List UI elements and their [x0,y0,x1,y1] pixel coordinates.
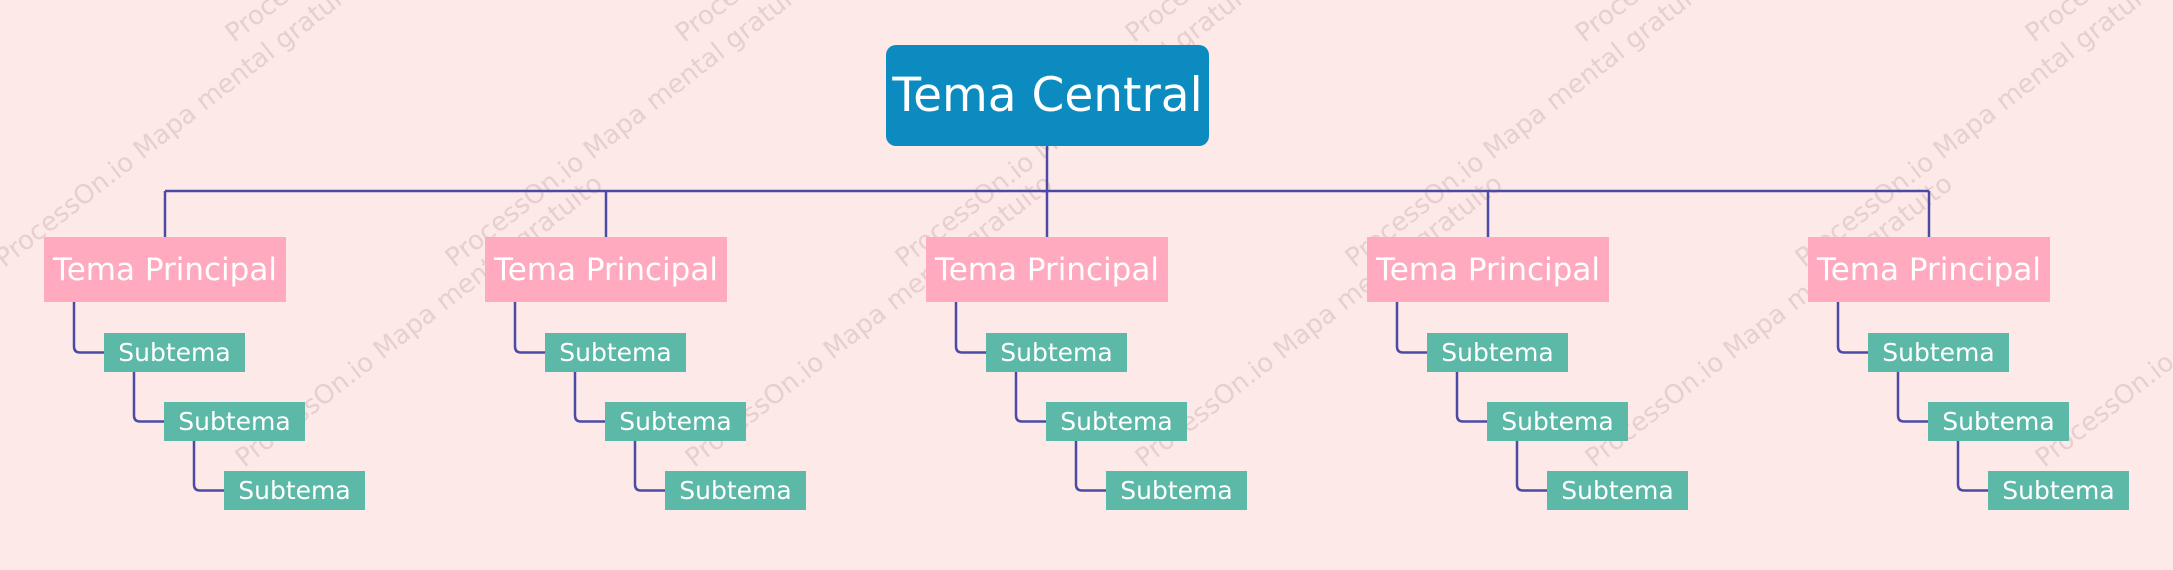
connector-sub-1-3 [192,441,224,492]
subtopic-3-3[interactable]: Subtema [1106,471,1247,510]
connector-sub-1-1 [72,302,104,354]
connector-sub-5-1 [1836,302,1868,354]
connector-sub-4-3 [1515,441,1547,492]
connector-sub-3-3 [1074,441,1106,492]
subtopic-4-1[interactable]: Subtema [1427,333,1568,372]
subtopic-5-2[interactable]: Subtema [1928,402,2069,441]
subtopic-2-1[interactable]: Subtema [545,333,686,372]
subtopic-1-3[interactable]: Subtema [224,471,365,510]
connector-sub-2-3 [633,441,665,492]
connector-sub-1-2 [132,372,164,423]
connector-sub-2-1 [513,302,545,354]
connector-sub-3-2 [1014,372,1046,423]
connector-sub-3-1 [954,302,986,354]
subtopic-3-2[interactable]: Subtema [1046,402,1187,441]
connector-sub-4-1 [1395,302,1427,354]
central-topic[interactable]: Tema Central [886,45,1209,146]
connector-sub-4-2 [1455,372,1487,423]
main-topic-4[interactable]: Tema Principal [1367,237,1609,302]
subtopic-1-2[interactable]: Subtema [164,402,305,441]
subtopic-5-3[interactable]: Subtema [1988,471,2129,510]
subtopic-3-1[interactable]: Subtema [986,333,1127,372]
subtopic-4-2[interactable]: Subtema [1487,402,1628,441]
main-topic-1[interactable]: Tema Principal [44,237,286,302]
main-topic-5[interactable]: Tema Principal [1808,237,2050,302]
main-topic-3[interactable]: Tema Principal [926,237,1168,302]
subtopic-2-3[interactable]: Subtema [665,471,806,510]
main-topic-2[interactable]: Tema Principal [485,237,727,302]
connector-sub-2-2 [573,372,605,423]
connector-sub-5-2 [1896,372,1928,423]
subtopic-5-1[interactable]: Subtema [1868,333,2009,372]
subtopic-1-1[interactable]: Subtema [104,333,245,372]
subtopic-2-2[interactable]: Subtema [605,402,746,441]
subtopic-4-3[interactable]: Subtema [1547,471,1688,510]
connector-sub-5-3 [1956,441,1988,492]
